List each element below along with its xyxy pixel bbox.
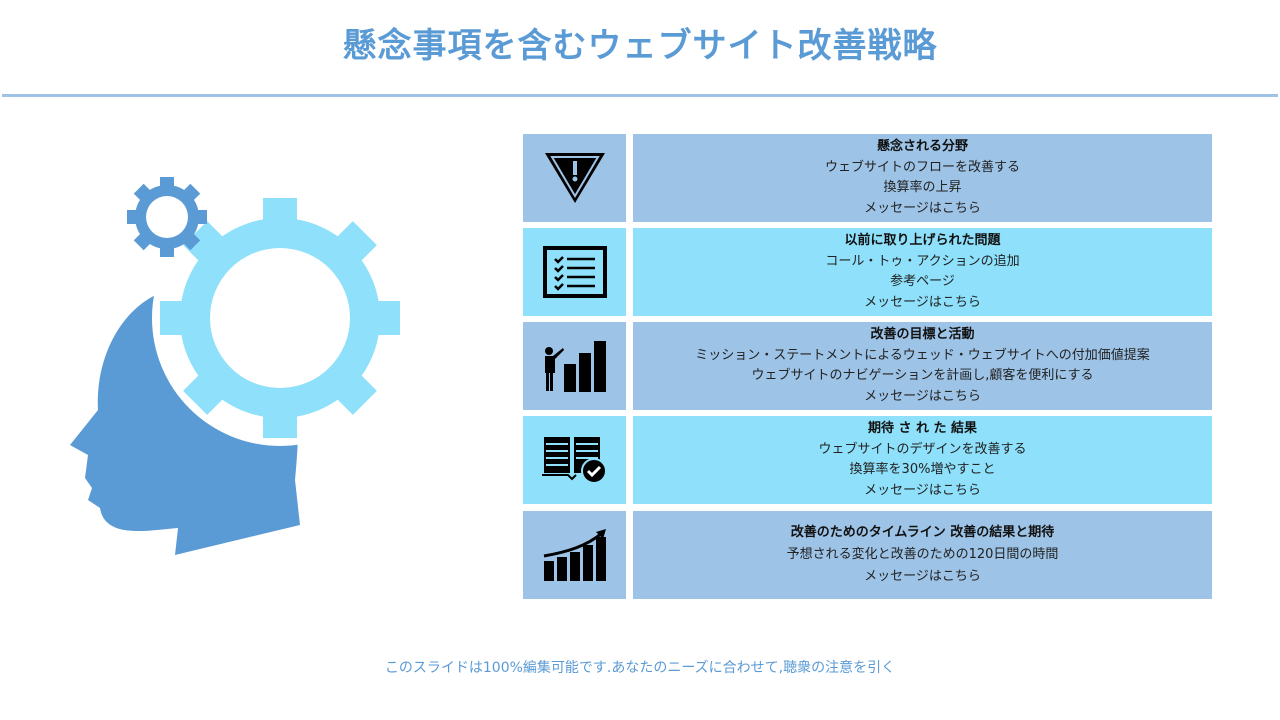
checklist-icon [542, 246, 607, 298]
text-cell: 期待 さ れ た 結果 ウェブサイトのデザインを改善する 換算率を30%増やすこ… [633, 416, 1212, 504]
warning-triangle-icon [544, 153, 605, 203]
icon-cell [523, 228, 626, 316]
concern-row-previous-issues: 以前に取り上げられた問題 コール・トゥ・アクションの追加 参考ページ メッセージ… [523, 228, 1212, 316]
icon-cell [523, 134, 626, 222]
text-cell: 改善の目標と活動 ミッション・ステートメントによるウェッド・ウェブサイトへの付加… [633, 322, 1212, 410]
head-gears-illustration [70, 177, 408, 555]
book-check-icon [541, 437, 607, 484]
row-line: メッセージはこちら [864, 388, 981, 404]
concern-row-areas: 懸念される分野 ウェブサイトのフローを改善する 換算率の上昇 メッセージはこちら [523, 134, 1212, 222]
row-line: 換算率の上昇 [883, 180, 962, 195]
row-line: コール・トゥ・アクションの追加 [825, 253, 1020, 269]
row-line: ウェブサイトのデザインを改善する [818, 441, 1027, 457]
icon-cell [523, 322, 626, 410]
text-cell: 懸念される分野 ウェブサイトのフローを改善する 換算率の上昇 メッセージはこちら [633, 134, 1212, 222]
row-line: ウェブサイトのフローを改善する [824, 159, 1020, 175]
concern-row-expected-results: 期待 さ れ た 結果 ウェブサイトのデザインを改善する 換算率を30%増やすこ… [523, 416, 1212, 504]
concern-row-timeline: 改善のためのタイムライン 改善の結果と期待 予想される変化と改善のための120日… [523, 511, 1212, 599]
text-cell: 改善のためのタイムライン 改善の結果と期待 予想される変化と改善のための120日… [633, 511, 1212, 599]
small-gear-icon [127, 177, 207, 257]
icon-cell [523, 511, 626, 599]
row-heading: 期待 さ れ た 結果 [867, 421, 978, 436]
row-line: メッセージはこちら [864, 569, 981, 584]
page-title: 懸念事項を含むウェブサイト改善戦略 [342, 26, 938, 66]
footer-note: このスライドは100%編集可能です.あなたのニーズに合わせて,聴衆の注意を引く [384, 660, 896, 676]
row-heading: 改善のためのタイムライン 改善の結果と期待 [790, 525, 1055, 540]
row-line: 換算率を30%増やすこと [849, 462, 996, 477]
large-gear-icon [152, 190, 408, 446]
icon-cell [523, 416, 626, 504]
row-line: メッセージはこちら [864, 482, 981, 498]
row-line: ミッション・ステートメントによるウェッド・ウェブサイトへの付加価値提案 [695, 347, 1150, 363]
row-heading: 以前に取り上げられた問題 [844, 233, 1001, 248]
row-heading: 改善の目標と活動 [870, 327, 975, 342]
row-line: 参考ページ [890, 274, 955, 289]
row-line: メッセージはこちら [864, 294, 981, 310]
presenter-bar-chart-icon [544, 341, 606, 392]
title-divider [2, 94, 1278, 97]
row-heading: 懸念される分野 [876, 139, 968, 154]
row-line: ウェブサイトのナビゲーションを計画し,顧客を便利にする [751, 368, 1094, 383]
growth-chart-icon [543, 529, 606, 581]
text-cell: 以前に取り上げられた問題 コール・トゥ・アクションの追加 参考ページ メッセージ… [633, 228, 1212, 316]
row-line: 予想される変化と改善のための120日間の時間 [786, 547, 1059, 562]
concern-row-goals: 改善の目標と活動 ミッション・ステートメントによるウェッド・ウェブサイトへの付加… [523, 322, 1212, 410]
row-line: メッセージはこちら [864, 200, 981, 216]
